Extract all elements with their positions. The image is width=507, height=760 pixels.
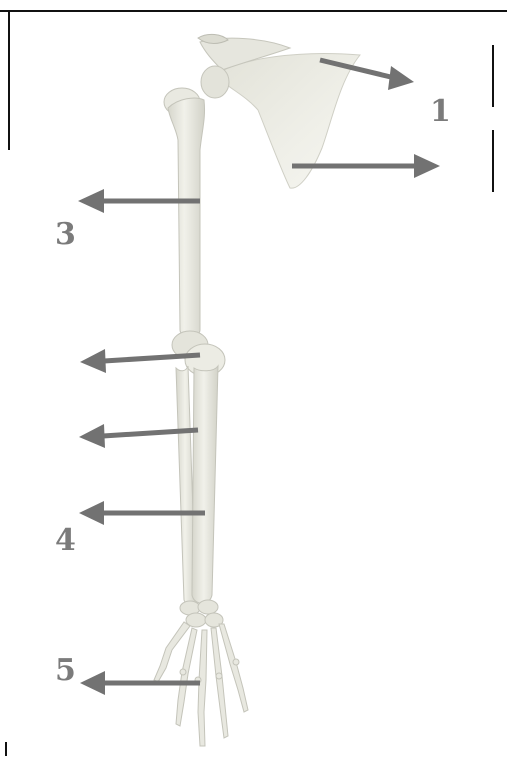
label-1: 1: [430, 97, 451, 127]
pointer-arrows: [78, 60, 440, 695]
label-5: 5: [55, 656, 76, 686]
label-3: 3: [55, 220, 76, 250]
label-4: 4: [55, 526, 76, 556]
humerus: [164, 88, 205, 336]
ulna: [192, 366, 218, 603]
carpals: [180, 600, 223, 627]
